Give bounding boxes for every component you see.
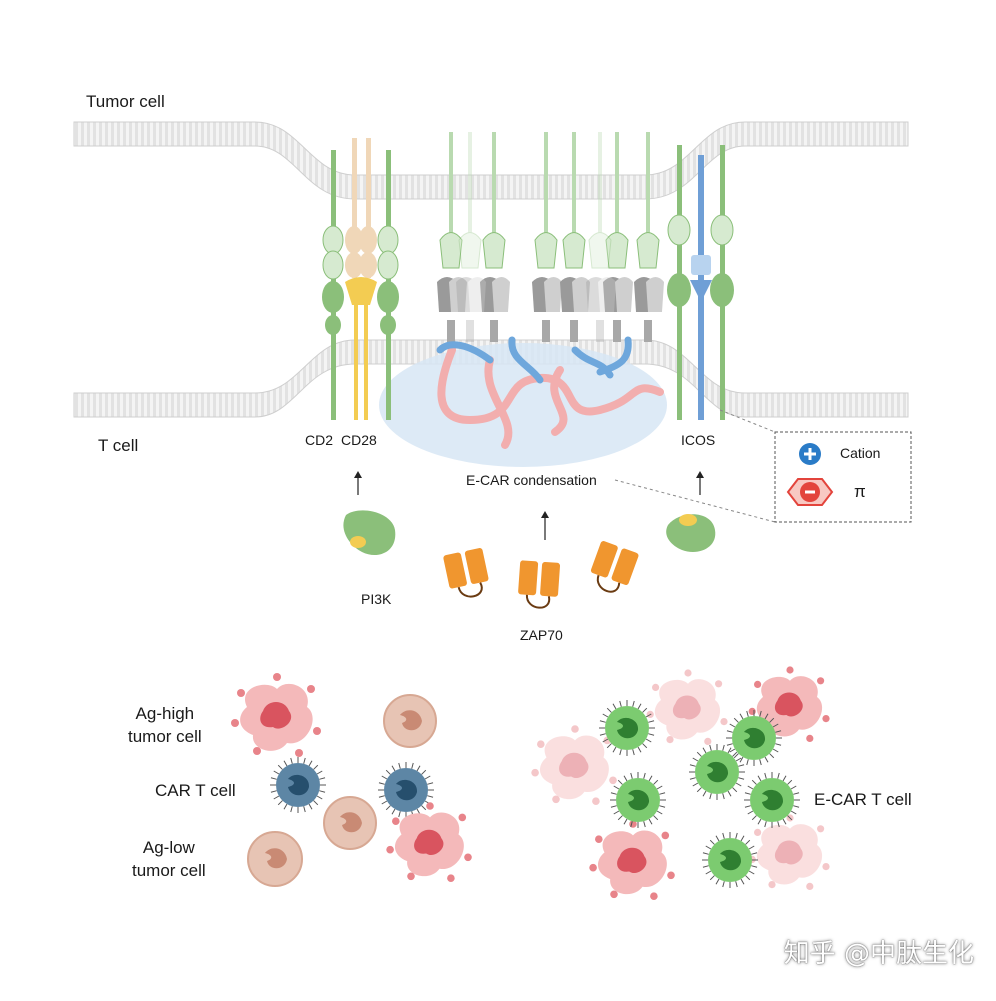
ecar-condensate [379, 343, 667, 467]
zap70-protein [518, 560, 561, 609]
ecar-condensation-label: E-CAR condensation [466, 472, 597, 488]
car-receptor [634, 132, 664, 342]
arrow-pi3k-to-icos [696, 471, 704, 495]
car-receptor [437, 132, 467, 342]
ag-low-tumor-cell [323, 796, 377, 850]
ag-high-tumor-cell [531, 725, 617, 805]
ecar-t-cell [744, 772, 800, 828]
cd28-label: CD28 [341, 432, 377, 448]
car-receptor [586, 132, 616, 342]
tumor-cell-label: Tumor cell [86, 92, 165, 111]
ag-low-tumor-cell [247, 831, 303, 887]
icos-receptor [690, 155, 712, 420]
ecar-t-cell [689, 744, 745, 800]
icos-side-receptor-left [667, 145, 691, 420]
watermark: 知乎 @中肽生化 [783, 939, 974, 969]
legend-box [774, 431, 912, 523]
cd28-receptor [345, 138, 377, 420]
t-cell-membrane [73, 339, 909, 418]
zap70-protein [590, 541, 639, 593]
cation-icon [799, 443, 821, 465]
ecar-t-cell [702, 832, 758, 888]
cd2-label: CD2 [305, 432, 334, 448]
ag-high-tumor-cell [386, 802, 472, 882]
ecar-t-cell-label: E-CAR T cell [814, 790, 912, 809]
ecar-t-cell [599, 700, 655, 756]
car-receptor [456, 132, 486, 342]
car-receptors [437, 132, 664, 342]
icos-side-receptor-right [710, 145, 734, 420]
ag-low-tumor-cell [383, 694, 437, 748]
cd2-receptor-left [322, 150, 344, 420]
ecar-t-cell [726, 710, 782, 766]
car-receptor [532, 132, 562, 342]
car-receptor [603, 132, 633, 342]
t-cell-label: T cell [98, 436, 139, 455]
arrow-zap70-to-condensate [541, 511, 549, 540]
icos-label: ICOS [681, 432, 716, 448]
car-t-cell-label: CAR T cell [155, 781, 236, 800]
ag-low-tumor-cell-label: Ag-low tumor cell [132, 838, 206, 880]
zap70-proteins [443, 541, 639, 609]
pi3k-protein-right [666, 514, 716, 552]
ag-high-tumor-cell [748, 666, 830, 742]
zap70-protein [443, 548, 489, 598]
callout-line-top [719, 409, 776, 433]
cd2-receptor-right [377, 150, 399, 420]
arrow-pi3k-to-cd28 [354, 471, 362, 495]
ag-high-tumor-cell-label: Ag-high tumor cell [128, 704, 202, 746]
pi-label: π [854, 482, 866, 501]
ag-high-tumor-cell [748, 814, 830, 890]
car-t-cell [270, 757, 326, 813]
condensate-linkers [436, 336, 664, 449]
ag-high-tumor-cell [589, 820, 675, 900]
cell-population [231, 666, 830, 900]
ecar-t-cell [610, 772, 666, 828]
car-t-cell [378, 762, 434, 818]
pi-ring-icon [786, 478, 834, 506]
car-receptor [480, 132, 510, 342]
pi3k-label: PI3K [361, 591, 392, 607]
cation-label: Cation [840, 445, 881, 461]
tumor-cell-membrane [73, 121, 909, 200]
car-receptor [560, 132, 590, 342]
ag-high-tumor-cell [646, 669, 728, 745]
ag-high-tumor-cell [231, 673, 321, 757]
zap70-label: ZAP70 [520, 627, 563, 643]
pi3k-protein-left [343, 510, 396, 556]
